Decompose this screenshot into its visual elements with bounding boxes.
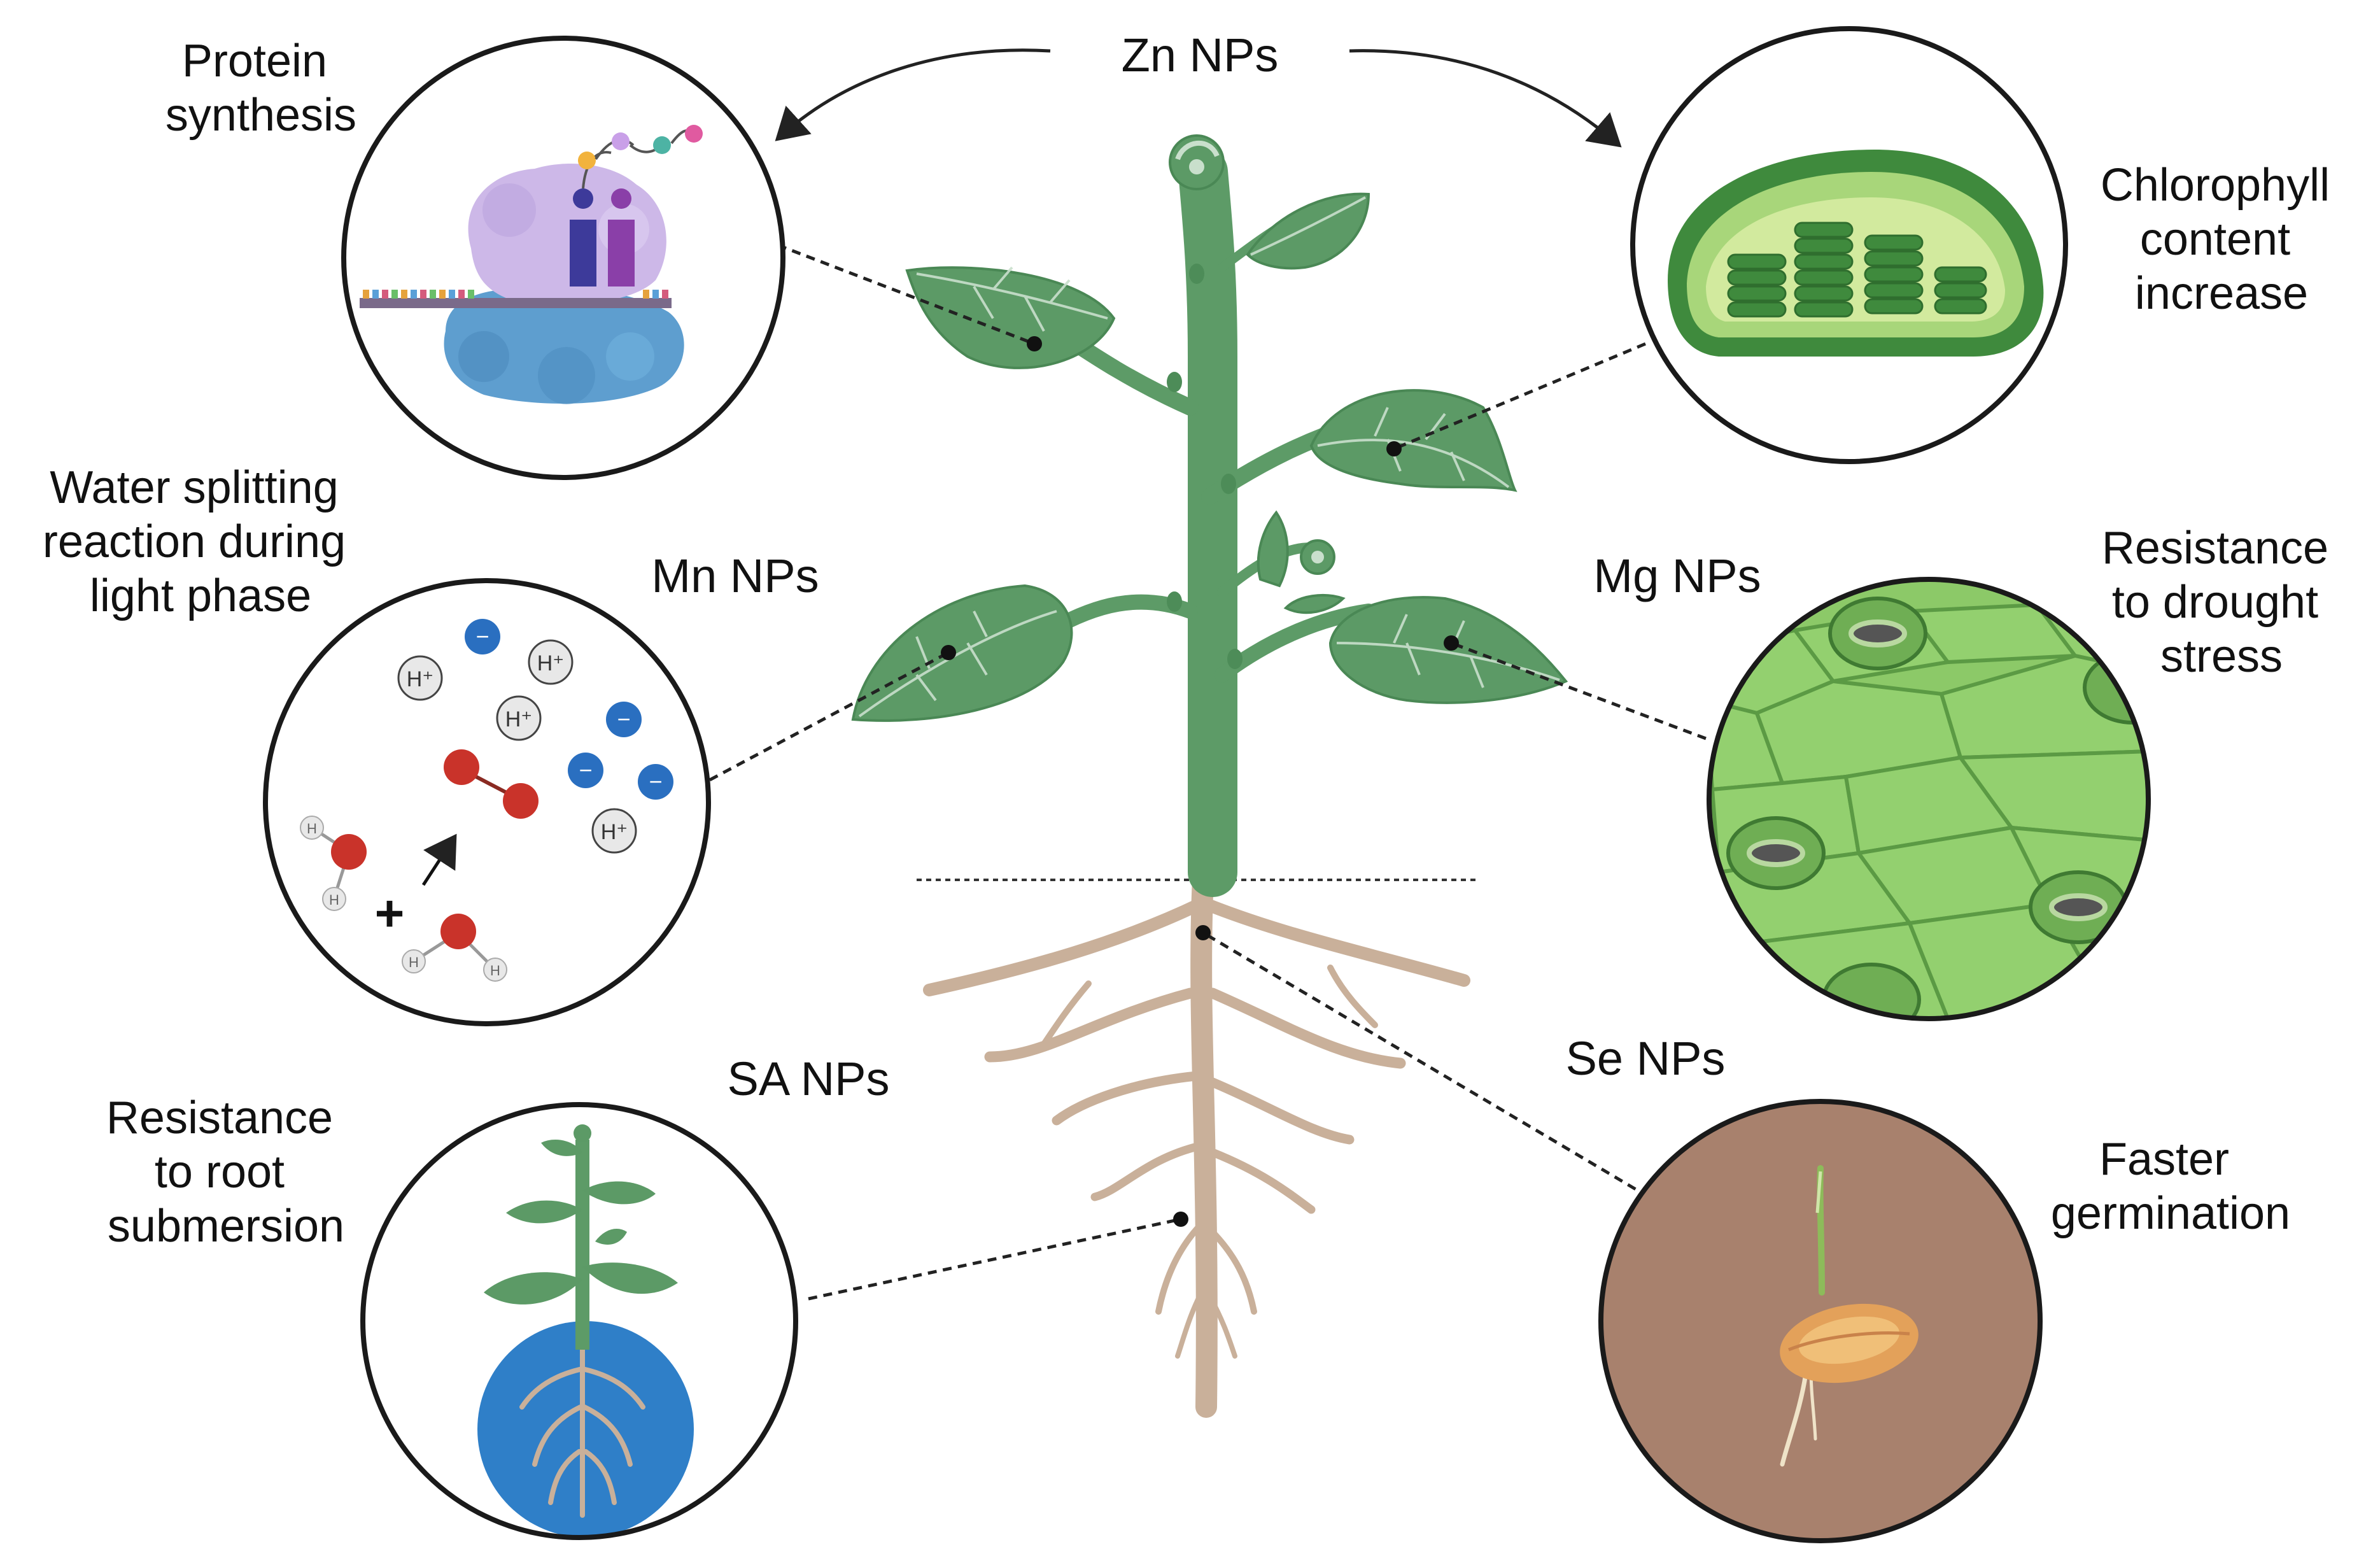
effect-water: Water splitting reaction during light ph…	[43, 462, 358, 621]
water-molecule-1: H H	[300, 816, 367, 911]
stems	[1043, 147, 1376, 897]
mrna-bases	[363, 290, 668, 299]
svg-text:−: −	[649, 768, 662, 795]
svg-text:H⁺: H⁺	[505, 707, 533, 732]
protons: H⁺ H⁺ H⁺ H⁺	[397, 639, 637, 854]
germinating-seed-icon	[1780, 1165, 1919, 1467]
np-labels: Zn NPs Mn NPs Mg NPs SA NPs Se NPs	[651, 29, 1761, 1105]
water-molecule-icon: H⁺ H⁺ H⁺ H⁺ − − − −	[300, 619, 673, 982]
apical-bud	[1169, 134, 1225, 190]
side-bud	[1300, 539, 1335, 575]
panel-water-splitting: H⁺ H⁺ H⁺ H⁺ − − − −	[263, 578, 711, 1026]
np-sa: SA NPs	[728, 1052, 890, 1105]
connector-submersion	[808, 1217, 1181, 1301]
effect-labels: Protein synthesis Chlorophyll content in…	[43, 36, 2342, 1252]
svg-text:−: −	[617, 706, 630, 732]
chloroplast-icon	[1668, 150, 2044, 357]
reaction-arrow	[421, 833, 457, 886]
panel-faster-germination	[1598, 1099, 2043, 1543]
effect-drought: Resistance to drought stress	[2102, 523, 2341, 682]
svg-text:H⁺: H⁺	[537, 651, 565, 675]
svg-text:H: H	[329, 892, 339, 908]
effect-chlorophyll: Chlorophyll content increase	[2101, 160, 2342, 319]
stomata-tissue-icon	[1709, 597, 2148, 1019]
np-se: Se NPs	[1566, 1032, 1726, 1085]
plus-sign: +	[375, 885, 405, 942]
np-zn: Zn NPs	[1122, 29, 1279, 81]
leaf-small-right	[1283, 594, 1346, 614]
connector-germination	[1202, 931, 1650, 1199]
svg-text:H: H	[490, 963, 500, 979]
svg-text:−: −	[475, 623, 489, 649]
ribosome-icon	[360, 125, 703, 404]
connector-dots	[941, 336, 1459, 1227]
oxygen-molecule	[444, 749, 539, 819]
panel-chlorophyll	[1630, 26, 2068, 464]
effect-germination: Faster germination	[2051, 1134, 2290, 1239]
arrow-to-protein	[775, 48, 1051, 141]
svg-text:H: H	[307, 821, 317, 837]
np-mg: Mg NPs	[1593, 549, 1761, 602]
leaves	[851, 192, 1568, 722]
stem-nodes	[1167, 264, 1243, 669]
flooded-plant-icon	[477, 1124, 694, 1538]
effect-protein: Protein synthesis	[165, 36, 356, 141]
stomata	[1726, 597, 2148, 1019]
leaf-veins	[858, 196, 1560, 718]
zn-arrows	[775, 48, 1622, 148]
panel-root-submersion	[360, 1102, 798, 1540]
panel-drought-resistance	[1707, 577, 2151, 1021]
svg-text:H⁺: H⁺	[407, 667, 434, 691]
svg-text:−: −	[579, 757, 592, 783]
electrons: − − − −	[465, 619, 673, 800]
arrow-to-chlorophyll	[1349, 49, 1622, 148]
plant-icon	[851, 134, 1568, 1418]
effect-submersion: Resistance to root submersion	[106, 1093, 346, 1252]
svg-text:H: H	[409, 954, 419, 970]
leaf-upper-left	[905, 266, 1116, 369]
panel-protein-synthesis	[341, 36, 785, 480]
leaf-mid-right	[1328, 596, 1568, 704]
roots	[923, 868, 1470, 1418]
svg-text:H⁺: H⁺	[601, 820, 628, 844]
grana-stacks	[1727, 222, 1987, 318]
connectors	[708, 243, 1707, 1301]
np-mn: Mn NPs	[651, 549, 819, 602]
water-molecule-2: H H	[402, 914, 507, 982]
leaf-small-bud	[1257, 510, 1289, 588]
